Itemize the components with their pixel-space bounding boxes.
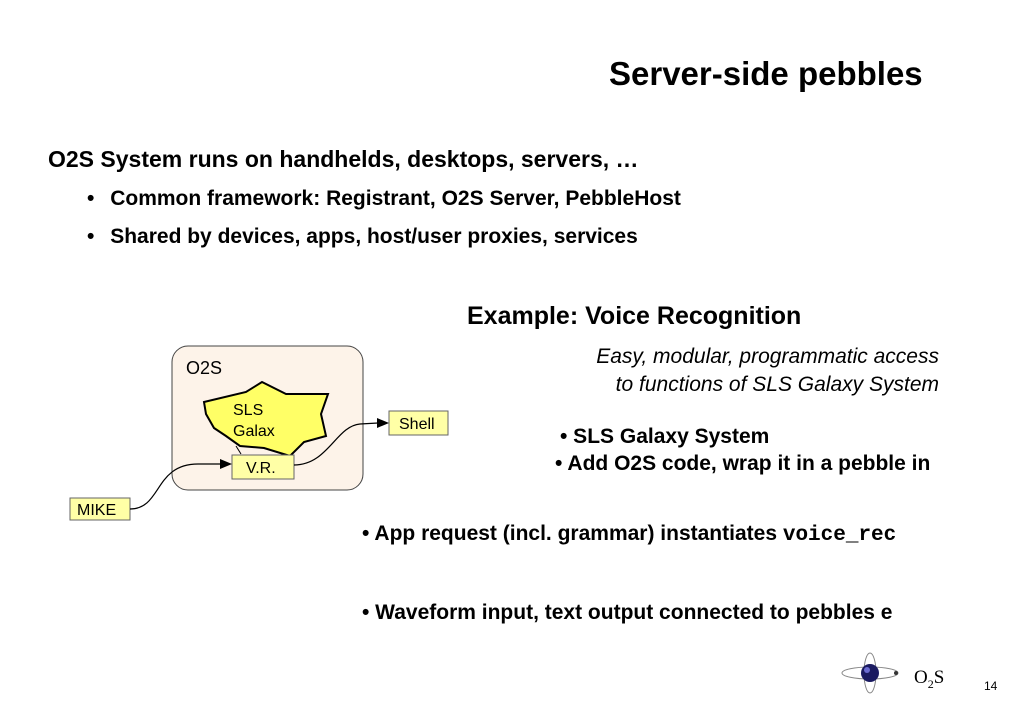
bullet-item: • Shared by devices, apps, host/user pro…: [87, 225, 638, 249]
sls-label-line1: SLS: [233, 402, 263, 419]
o2s-logo-globe-icon: [841, 652, 899, 694]
logo-text-s: S: [933, 667, 945, 688]
bullet-text: Common framework: Registrant, O2S Server…: [110, 187, 681, 210]
slide-title: Server-side pebbles: [609, 55, 923, 92]
example-point-3: • App request (incl. grammar) instantiat…: [362, 522, 1023, 547]
logo-text-2: 2: [927, 676, 934, 691]
logo-text-o: O: [914, 667, 928, 688]
vr-label: V.R.: [246, 460, 276, 477]
shell-box: [388, 410, 449, 436]
sls-connector: [235, 445, 242, 455]
o2s-container-label: O2S: [186, 358, 222, 378]
bullet-dot: •: [87, 225, 95, 248]
bullet-item: • Common framework: Registrant, O2S Serv…: [87, 187, 681, 211]
example-subtitle-line1: Easy, modular, programmatic access: [596, 345, 939, 368]
sls-galaxy-shape: [202, 380, 330, 458]
bullet-text: Shared by devices, apps, host/user proxi…: [110, 225, 638, 248]
code-voice-rec: voice_rec: [782, 524, 897, 547]
example-point-1: • SLS Galaxy System: [560, 425, 770, 448]
vr-to-shell-connector: [293, 422, 379, 466]
mike-label: MIKE: [77, 502, 116, 519]
bullet-dot: •: [87, 187, 95, 210]
sls-label-line2: Galax: [233, 423, 275, 440]
example-point-3-text: • App request (incl. grammar) instantiat…: [362, 522, 783, 545]
vr-box: [231, 454, 295, 480]
architecture-diagram: O2S SLS Galax V.R. Shell MIKE: [69, 345, 449, 521]
shell-label: Shell: [399, 416, 435, 433]
main-heading: O2S System runs on handhelds, desktops, …: [48, 146, 639, 172]
arrowhead-icon: [220, 459, 232, 469]
example-point-2: • Add O2S code, wrap it in a pebble in: [555, 452, 931, 475]
o2s-logo-text: O2S: [914, 667, 944, 692]
arrowhead-icon: [377, 418, 389, 428]
page-number: 14: [984, 679, 998, 693]
example-title: Example: Voice Recognition: [467, 302, 802, 330]
example-point-4: • Waveform input, text output connected …: [362, 601, 893, 624]
example-subtitle-line2: to functions of SLS Galaxy System: [615, 373, 939, 396]
mike-to-vr-connector: [129, 463, 226, 510]
